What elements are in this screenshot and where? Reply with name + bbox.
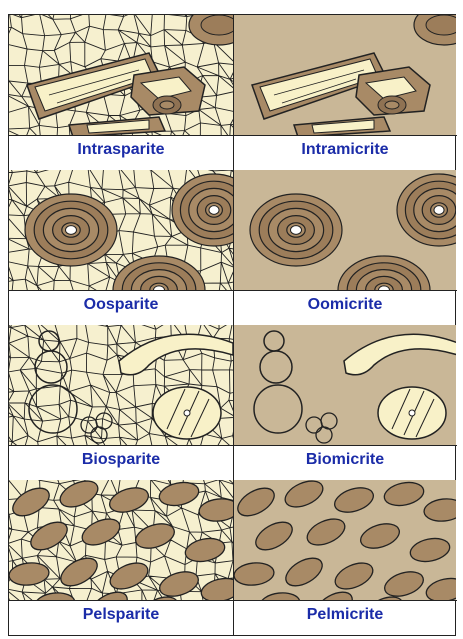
panel-label-intramicrite: Intramicrite bbox=[233, 141, 457, 159]
panel-oosparite bbox=[9, 170, 233, 290]
panel-intramicrite bbox=[234, 15, 456, 135]
illustration-oosparite bbox=[9, 170, 233, 290]
image-label-divider bbox=[9, 600, 233, 601]
panel-biosparite bbox=[9, 325, 233, 445]
illustration-pelmicrite bbox=[234, 480, 456, 600]
panel-label-biosparite: Biosparite bbox=[9, 451, 233, 469]
illustration-biomicrite bbox=[234, 325, 456, 445]
image-label-divider bbox=[233, 445, 457, 446]
panel-label-oomicrite: Oomicrite bbox=[233, 296, 457, 314]
panel-label-biomicrite: Biomicrite bbox=[233, 451, 457, 469]
illustration-pelsparite bbox=[9, 480, 233, 600]
image-label-divider bbox=[233, 290, 457, 291]
image-label-divider bbox=[233, 600, 457, 601]
illustration-oomicrite bbox=[234, 170, 456, 290]
panel-label-oosparite: Oosparite bbox=[9, 296, 233, 314]
panel-oomicrite bbox=[234, 170, 456, 290]
illustration-intramicrite bbox=[234, 15, 456, 135]
panel-biomicrite bbox=[234, 325, 456, 445]
image-label-divider bbox=[233, 135, 457, 136]
panel-label-pelmicrite: Pelmicrite bbox=[233, 606, 457, 624]
image-label-divider bbox=[9, 135, 233, 136]
panel-intrasparite bbox=[9, 15, 233, 135]
panel-label-intrasparite: Intrasparite bbox=[9, 141, 233, 159]
panel-label-pelsparite: Pelsparite bbox=[9, 606, 233, 624]
panel-pelsparite bbox=[9, 480, 233, 600]
image-label-divider bbox=[9, 445, 233, 446]
image-label-divider bbox=[9, 290, 233, 291]
illustration-intrasparite bbox=[9, 15, 233, 135]
illustration-biosparite bbox=[9, 325, 233, 445]
panel-pelmicrite bbox=[234, 480, 456, 600]
